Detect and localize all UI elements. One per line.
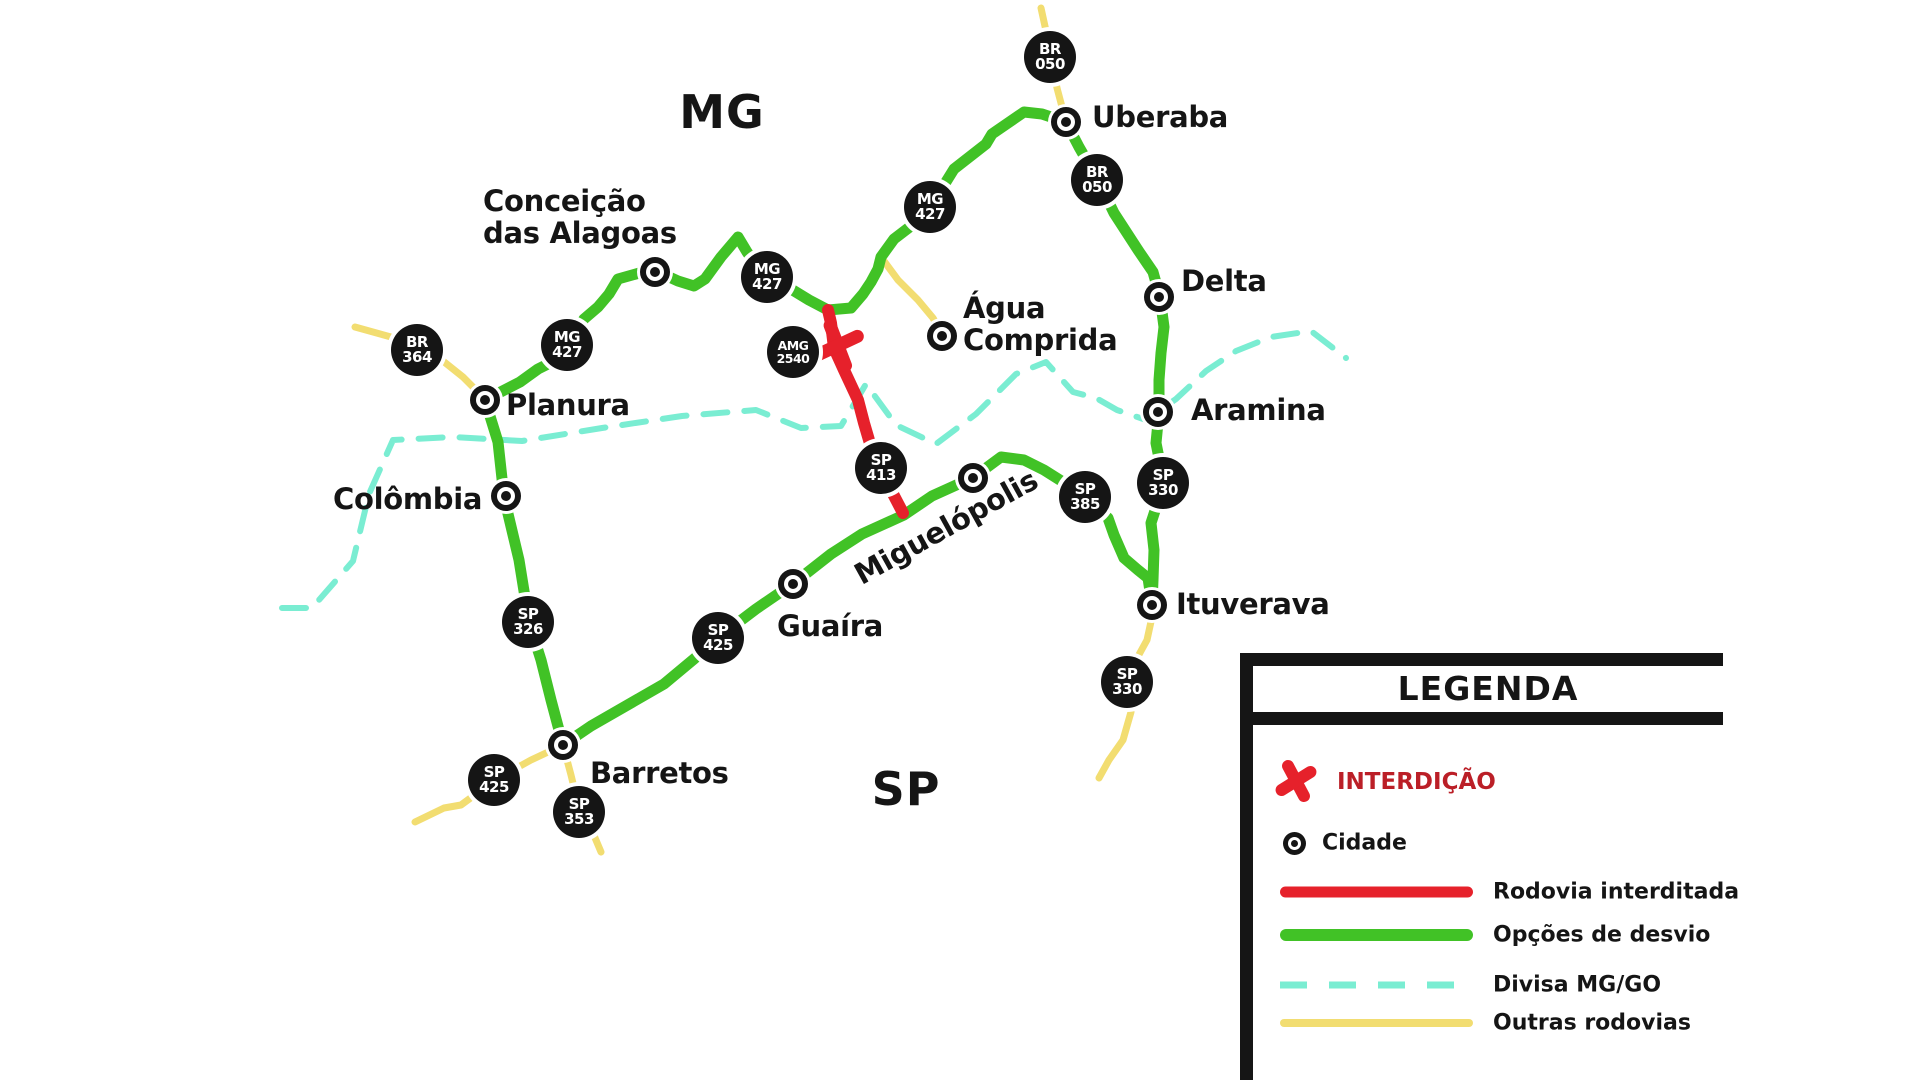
shield-route-prefix: MG (553, 328, 581, 346)
route-shield-amg2540: AMG 2540 (767, 326, 819, 378)
shield-route-number: 364 (402, 348, 432, 366)
shield-route-prefix: MG (753, 260, 781, 278)
city-dot-barretos (548, 730, 578, 760)
city-label-line: das Alagoas (483, 216, 677, 250)
city-dot-guaira (778, 569, 808, 599)
city-label-planura: Planura (506, 388, 630, 422)
city-dot-aramina (1143, 397, 1173, 427)
route-shield-sp353: SP 353 (553, 786, 605, 838)
route-shield-sp330-north: SP 330 (1137, 457, 1189, 509)
city-dot-conceicao (640, 257, 670, 287)
shield-route-prefix: SP (707, 621, 729, 639)
shield-route-number: 326 (513, 620, 543, 638)
route-shield-mg427-mid: MG 427 (741, 251, 793, 303)
legend-title: LEGENDA (1397, 669, 1579, 708)
shield-route-prefix: BR (406, 333, 428, 351)
shield-route-prefix: BR (1039, 40, 1061, 58)
city-label-conceicao: Conceição das Alagoas (483, 185, 677, 249)
shield-route-number: 330 (1112, 680, 1142, 698)
legend-label-detour: Opções de desvio (1493, 922, 1711, 948)
shield-route-number: 2540 (776, 351, 810, 366)
route-shield-sp385: SP 385 (1059, 471, 1111, 523)
shield-route-prefix: SP (1152, 466, 1174, 484)
route-shield-mg427-north: MG 427 (904, 181, 956, 233)
city-label-delta: Delta (1181, 264, 1267, 298)
shield-route-number: 353 (564, 810, 594, 828)
shield-route-number: 050 (1082, 178, 1112, 196)
route-shield-sp413: SP 413 (855, 442, 907, 494)
shield-route-number: 413 (866, 466, 896, 484)
city-dot-delta (1144, 282, 1174, 312)
city-label-aramina: Aramina (1191, 393, 1326, 427)
city-label-line: Conceição (483, 184, 646, 218)
legend-swatch-state-border (1280, 981, 1473, 989)
city-dot-legend-icon (1283, 832, 1306, 855)
shield-route-prefix: SP (1116, 665, 1138, 683)
city-label-colombia: Colômbia (333, 482, 483, 516)
shield-route-number: 427 (752, 275, 782, 293)
state-border-line (279, 328, 1349, 611)
route-shield-sp330-south: SP 330 (1101, 656, 1153, 708)
city-label-line: Água (963, 291, 1046, 325)
shield-route-number: 427 (915, 205, 945, 223)
route-shield-mg427-west: MG 427 (541, 319, 593, 371)
route-shield-br364: BR 364 (391, 324, 443, 376)
legend-border-left (1240, 653, 1253, 1080)
city-label-barretos: Barretos (590, 756, 729, 790)
legend-label-cidade: Cidade (1322, 830, 1407, 856)
state-label-sp: SP (871, 762, 941, 816)
legend-border-top (1240, 653, 1723, 666)
city-dot-miguelopolis (958, 463, 988, 493)
legend-label-state-border: Divisa MG/GO (1493, 972, 1662, 998)
legend-label-closed-road: Rodovia interditada (1493, 879, 1740, 905)
shield-route-prefix: SP (483, 763, 505, 781)
city-label-guaira: Guaíra (777, 609, 884, 643)
green-road-planura-barretos (479, 394, 569, 751)
city-dot-colombia (491, 481, 521, 511)
shield-route-prefix: AMG (777, 338, 809, 353)
route-shield-sp425-east: SP 425 (692, 612, 744, 664)
legend-label-interdicao: INTERDIÇÃO (1337, 769, 1496, 795)
shield-route-prefix: BR (1086, 163, 1108, 181)
city-dot-planura (470, 385, 500, 415)
city-label-line: Comprida (963, 323, 1118, 357)
route-shield-sp425-west: SP 425 (468, 754, 520, 806)
shield-route-number: 427 (552, 343, 582, 361)
shield-route-prefix: SP (517, 605, 539, 623)
route-shield-sp326: SP 326 (502, 596, 554, 648)
legend-swatch-detour (1280, 929, 1473, 941)
route-shield-br050-north: BR 050 (1024, 31, 1076, 83)
city-label-agua-comprida: Água Comprida (963, 291, 1118, 357)
state-label-mg: MG (679, 85, 765, 139)
shield-route-number: 385 (1070, 495, 1100, 513)
shield-route-number: 050 (1035, 55, 1065, 73)
route-shield-br050: BR 050 (1071, 154, 1123, 206)
shield-route-number: 425 (479, 778, 509, 796)
legend-label-other-roads: Outras rodovias (1493, 1010, 1691, 1036)
legend-swatch-closed-road (1280, 886, 1473, 898)
shield-route-prefix: MG (916, 190, 944, 208)
legend-swatch-other-roads (1280, 1019, 1473, 1027)
city-label-uberaba: Uberaba (1092, 100, 1229, 134)
city-dot-ituverava (1137, 590, 1167, 620)
shield-route-number: 425 (703, 636, 733, 654)
shield-route-prefix: SP (870, 451, 892, 469)
shield-route-prefix: SP (1074, 480, 1096, 498)
city-label-ituverava: Ituverava (1176, 587, 1330, 621)
city-dot-uberaba (1051, 107, 1081, 137)
shield-route-number: 330 (1148, 481, 1178, 499)
city-dot-agua-comprida (927, 321, 957, 351)
shield-route-prefix: SP (568, 795, 590, 813)
legend-header-separator (1240, 712, 1723, 725)
